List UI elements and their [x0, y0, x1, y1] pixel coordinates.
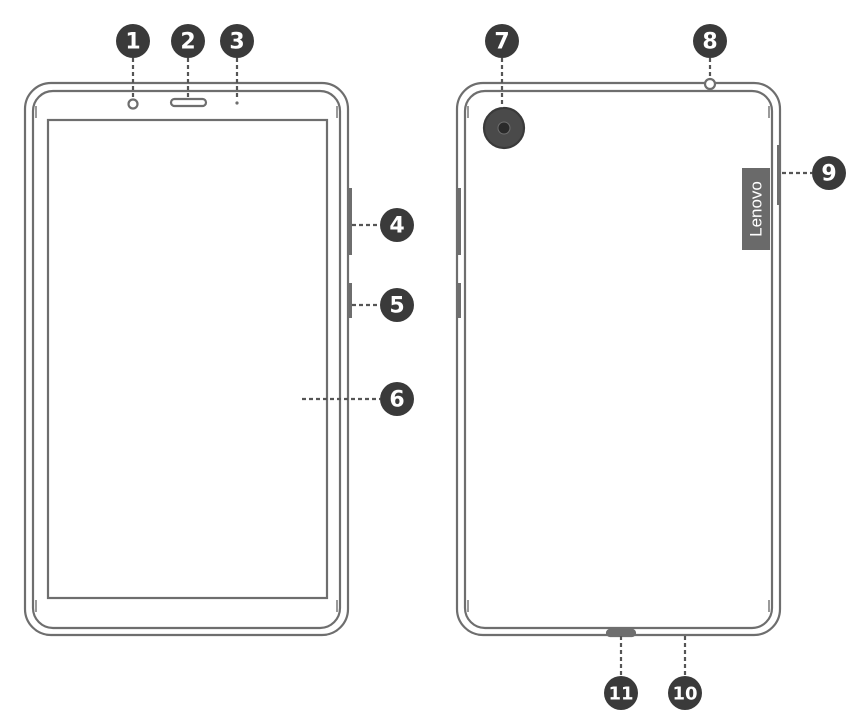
callout-label-9: 9	[821, 162, 836, 187]
headphone-jack	[703, 77, 717, 91]
callout-label-3: 3	[229, 30, 244, 55]
callout-2: 2	[171, 24, 205, 58]
callout-10: 10	[668, 676, 702, 710]
lenovo-logo-text: Lenovo	[747, 181, 766, 237]
tablet-back-view	[455, 77, 782, 638]
callout-1: 1	[116, 24, 150, 58]
callout-label-7: 7	[494, 30, 509, 55]
rear-camera-lens	[497, 121, 511, 135]
callout-label-11: 11	[608, 684, 633, 705]
callout-label-10: 10	[672, 684, 697, 705]
back-inner-frame	[463, 89, 774, 630]
callout-label-5: 5	[389, 294, 404, 319]
callout-4: 4	[380, 208, 414, 242]
front-outer-frame	[23, 81, 350, 637]
front-camera	[127, 98, 139, 110]
callout-5: 5	[380, 288, 414, 322]
callout-label-8: 8	[702, 30, 717, 55]
lenovo-logo: Lenovo	[742, 168, 770, 250]
earpiece-speaker	[169, 97, 208, 108]
callout-11: 11	[604, 676, 638, 710]
back-outer-frame	[455, 81, 782, 637]
callout-9: 9	[812, 156, 846, 190]
callout-label-2: 2	[180, 30, 195, 55]
front-screen	[46, 118, 329, 600]
callout-badges: 1 2 3 4 5 6 7 8	[116, 24, 846, 710]
callout-label-1: 1	[125, 30, 140, 55]
callout-6: 6	[380, 382, 414, 416]
callout-label-6: 6	[389, 388, 404, 413]
front-inner-frame	[31, 89, 342, 630]
tablet-front-view	[23, 81, 352, 637]
callout-label-4: 4	[389, 214, 404, 239]
callout-3: 3	[220, 24, 254, 58]
usb-port	[605, 628, 637, 638]
callout-8: 8	[693, 24, 727, 58]
leader-lines	[131, 58, 812, 675]
callout-7: 7	[485, 24, 519, 58]
light-sensor	[235, 101, 239, 105]
